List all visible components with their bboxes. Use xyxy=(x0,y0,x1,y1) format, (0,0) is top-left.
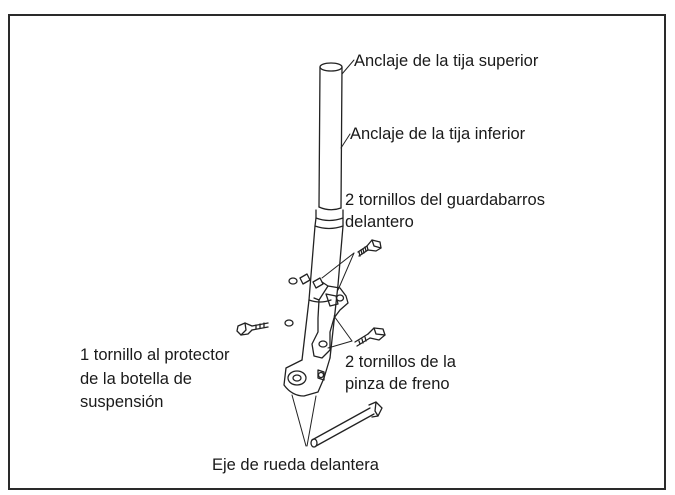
label-protector-bolt-line1: 1 tornillo al protector xyxy=(80,346,230,364)
caliper-bracket xyxy=(311,281,349,359)
leader-lines xyxy=(291,59,355,447)
label-caliper-bolts-line1: 2 tornillos de la xyxy=(345,353,456,371)
protector-bolt-icon xyxy=(236,322,269,336)
fender-mount-bosses xyxy=(284,273,324,327)
diagram-frame xyxy=(8,14,666,490)
label-caliper-bolts-line2: pinza de freno xyxy=(345,375,450,393)
front-axle xyxy=(310,401,383,448)
axle-boss xyxy=(283,357,331,397)
label-fender-bolts-line2: delantero xyxy=(345,213,414,231)
label-protector-bolt-line3: suspensión xyxy=(80,393,164,411)
label-lower-clamp: Anclaje de la tija inferior xyxy=(350,125,526,143)
label-axle: Eje de rueda delantera xyxy=(212,456,379,474)
label-fender-bolts-line1: 2 tornillos del guardabarros xyxy=(345,191,545,209)
fork-tube xyxy=(314,62,344,230)
label-top-clamp: Anclaje de la tija superior xyxy=(354,52,539,70)
caliper-bolt-icon xyxy=(354,327,386,347)
fender-bolt-icon xyxy=(357,239,382,257)
fork-slider xyxy=(301,225,344,361)
label-protector-bolt-line2: de la botella de xyxy=(80,370,192,388)
